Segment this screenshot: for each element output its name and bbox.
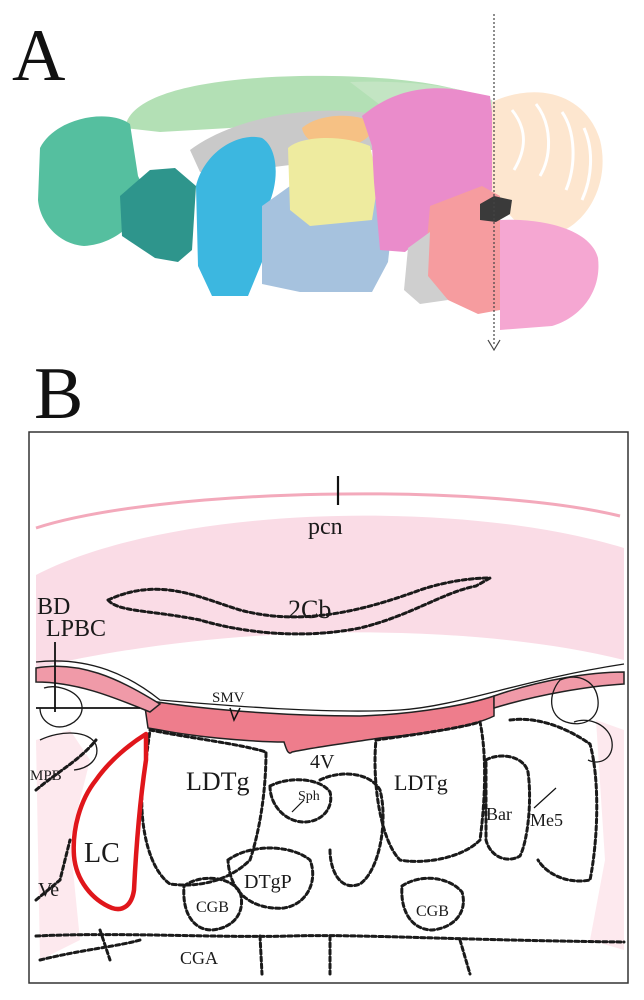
label-2cb: 2Cb: [288, 595, 331, 624]
label-ldtg-left: LDTg: [186, 767, 250, 796]
ventricle-roof: [35, 660, 625, 712]
label-mpb: MPB: [30, 768, 62, 784]
ldtg-left-outline: [140, 728, 268, 887]
label-me5: Me5: [530, 810, 563, 830]
dorsal-membrane-right: [493, 671, 625, 710]
bd-detail: [39, 686, 83, 728]
panel-a: A: [12, 14, 603, 352]
sph-outline: [268, 778, 333, 824]
cgb-left-outline: [182, 876, 243, 932]
lower-divider: [34, 838, 472, 976]
label-cgb-right: CGB: [416, 903, 449, 920]
label-dtgp: DTgP: [244, 871, 292, 893]
label-bd: BD: [37, 594, 70, 620]
cga-outline: [34, 933, 626, 944]
label-pcn: pcn: [308, 514, 343, 540]
label-lc: LC: [84, 838, 120, 869]
sagittal-brain: [38, 14, 603, 352]
label-bar: Bar: [486, 804, 512, 824]
mpb-detail: [39, 732, 98, 771]
panel-b-letter: B: [34, 353, 83, 435]
olfactory-tubercle: [120, 168, 196, 262]
label-ldtg-right: LDTg: [394, 770, 448, 795]
label-cgb-left: CGB: [196, 899, 229, 916]
striatum-region: [196, 136, 276, 296]
sph-pointer: [291, 799, 305, 813]
label-lpbc: LPBC: [46, 616, 106, 642]
locus-coeruleus-marker: [480, 196, 512, 222]
midline-outline: [318, 772, 385, 888]
me5-pointer: [533, 787, 557, 809]
dtgp-outline: [226, 846, 315, 910]
tissue-lower-left: [36, 730, 90, 960]
tissue-lower-right: [590, 720, 624, 950]
brainstem-base: [404, 232, 448, 304]
label-smv: SMV: [212, 690, 245, 706]
dorsal-membrane: [35, 665, 162, 713]
midbrain-region: [362, 88, 500, 252]
section-arrowhead: [487, 339, 501, 352]
2cb-outline: [105, 576, 496, 636]
panel-b: B: [28, 353, 629, 984]
label-4v: 4V: [310, 751, 335, 773]
lateral-outline: [34, 738, 142, 962]
me5-outline: [508, 717, 599, 883]
right-curl-2: [573, 719, 613, 763]
thalamus-region: [288, 137, 378, 226]
smv-pointer: [229, 707, 241, 722]
cerebellar-band: [36, 515, 624, 668]
tissue-top-strip: [35, 492, 621, 530]
cerebellum-folia: [510, 103, 593, 201]
lc-outline: [71, 731, 149, 912]
cgb-right-outline: [400, 876, 465, 932]
label-cga: CGA: [180, 948, 218, 968]
label-sph: Sph: [298, 789, 320, 804]
bar-outline: [484, 754, 532, 861]
olfactory-bulb: [38, 116, 148, 246]
label-ve: Ve: [38, 879, 59, 901]
medulla-region: [500, 219, 599, 330]
panel-a-letter: A: [12, 15, 65, 97]
